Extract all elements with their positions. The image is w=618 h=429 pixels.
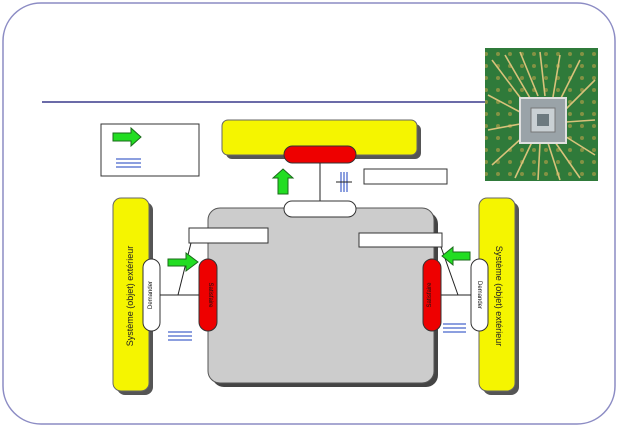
right-red-label: Satisfaire xyxy=(427,282,433,308)
left-red-label: Satisfaire xyxy=(207,282,213,308)
right-external-label: Système (objet) extérieur xyxy=(494,246,504,347)
legend-box xyxy=(100,123,200,177)
green-arrow-icon xyxy=(271,168,295,195)
blue-signal-icon xyxy=(336,172,352,192)
right-blue-signal-icon xyxy=(443,323,466,333)
left-label-box xyxy=(188,227,269,244)
right-label-box xyxy=(358,232,443,248)
circuit-board-photo xyxy=(485,48,598,181)
top-red-service xyxy=(283,145,357,164)
left-green-arrow-icon xyxy=(167,252,199,272)
legend-blue-signal-icon xyxy=(116,158,141,168)
top-label-box xyxy=(363,168,448,185)
right-green-arrow-icon xyxy=(441,245,471,267)
left-external-label: Système (objet) extérieur xyxy=(125,246,135,347)
central-top-request xyxy=(283,200,357,218)
left-request-label: Demander xyxy=(148,281,154,309)
left-label-connector xyxy=(177,242,192,296)
left-blue-signal-icon xyxy=(168,331,192,341)
right-request-label: Demander xyxy=(476,281,482,309)
legend-green-arrow-icon xyxy=(112,126,142,148)
